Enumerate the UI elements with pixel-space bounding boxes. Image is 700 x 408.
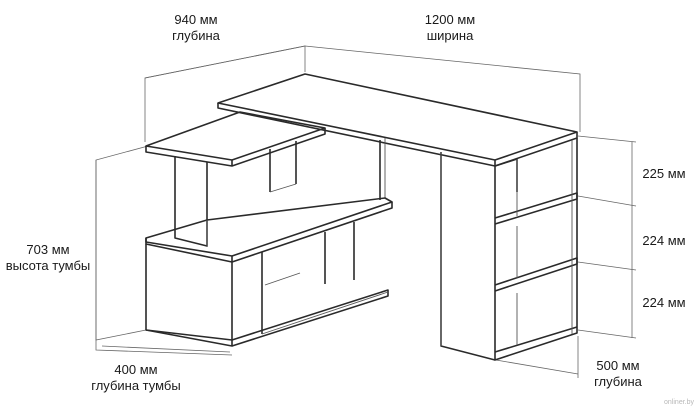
shelf-depth-label: глубина: [594, 374, 643, 389]
dimension-lines: [95, 45, 637, 378]
shelf-unit: [494, 138, 578, 361]
dimension-labels: 940 мм глубина 1200 мм ширина 703 мм выс…: [6, 12, 695, 406]
cabinet-depth-value: 400 мм: [114, 362, 157, 377]
desk-outline: [145, 73, 578, 361]
lower-cabinet: [145, 244, 233, 347]
middle-shelf: [145, 197, 393, 257]
depth-label: глубина: [172, 28, 221, 43]
cabinet-depth-label: глубина тумбы: [91, 378, 180, 393]
cabinet-height-label: высота тумбы: [6, 258, 91, 273]
cabinet-height-value: 703 мм: [26, 242, 69, 257]
shelf-depth-value: 500 мм: [596, 358, 639, 373]
shelf-1-height: 225 мм: [642, 166, 685, 181]
watermark: onliner.by: [664, 399, 694, 406]
width-value: 1200 мм: [425, 12, 475, 27]
width-label: ширина: [427, 28, 474, 43]
shelf-2-height: 224 мм: [642, 233, 685, 248]
depth-value: 940 мм: [174, 12, 217, 27]
shelf-3-height: 224 мм: [642, 295, 685, 310]
